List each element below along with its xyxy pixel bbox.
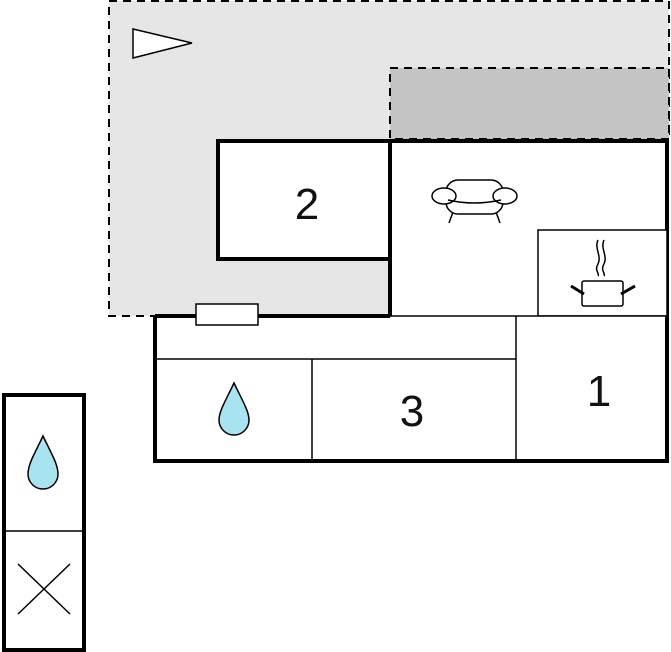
- room-label-2: 2: [295, 180, 319, 229]
- water-drop-icon: [218, 381, 250, 436]
- cross-icon: [17, 563, 71, 615]
- radiator-icon: [195, 303, 259, 326]
- sofa-icon: [431, 179, 518, 224]
- lower-block-floor: [155, 316, 667, 461]
- covered-terrace-area: [389, 67, 670, 140]
- lower-block-walls: [153, 316, 669, 463]
- room-2-floor: [220, 143, 390, 257]
- cooking-pot-icon: [570, 239, 636, 307]
- room-label-1: 1: [587, 367, 611, 416]
- water-drop-icon: [27, 434, 59, 490]
- room-label-3: 3: [400, 387, 424, 436]
- room-2-outline: [216, 139, 390, 261]
- outbuilding-walls: [2, 393, 86, 652]
- triangle-arrow-icon: [132, 28, 193, 59]
